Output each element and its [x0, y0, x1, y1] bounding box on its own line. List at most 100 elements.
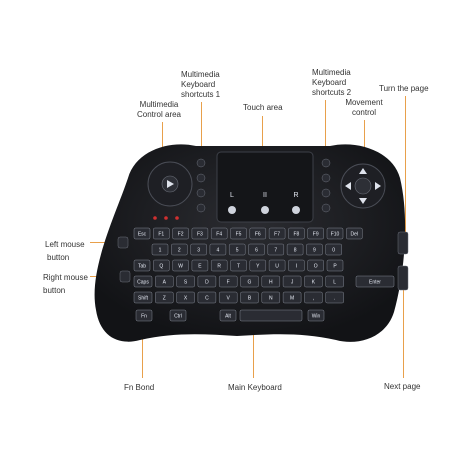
key-row1-8[interactable]	[288, 227, 305, 240]
callout-line-touch-area	[262, 116, 263, 152]
key-row4-8[interactable]	[304, 275, 323, 288]
key-label: F9	[313, 232, 319, 238]
key-label: X	[184, 296, 188, 302]
key-row4-2[interactable]	[176, 275, 195, 288]
shortcut-2-button-a[interactable]	[321, 158, 331, 168]
touchpad-middle-label: II	[263, 192, 267, 199]
space-bar[interactable]	[239, 309, 303, 322]
key-row3-6[interactable]	[249, 259, 267, 272]
key-row4-1[interactable]	[155, 275, 174, 288]
callout-line-media-control	[162, 122, 163, 148]
key-row4-6[interactable]	[261, 275, 281, 288]
key-row1-0[interactable]	[133, 227, 151, 240]
key-row5-4[interactable]	[218, 291, 238, 304]
key-row5-8[interactable]	[304, 291, 323, 304]
enter-key-label: Enter	[369, 280, 381, 286]
key-label: F3	[197, 232, 203, 238]
shortcut-2-button-d[interactable]	[321, 203, 331, 213]
key-row6-3[interactable]	[307, 309, 325, 322]
key-row1-4[interactable]	[210, 227, 228, 240]
callout-line-left-mouse	[90, 242, 116, 243]
page-down-button[interactable]	[397, 265, 409, 291]
key-row2-1[interactable]	[171, 243, 188, 256]
key-row3-5[interactable]	[230, 259, 247, 272]
key-row6-0[interactable]	[135, 309, 153, 322]
key-row2-7[interactable]	[286, 243, 304, 256]
page-up-button[interactable]	[397, 231, 409, 255]
key-row4-4[interactable]	[218, 275, 238, 288]
shortcut-1-button-b[interactable]	[196, 173, 206, 183]
touchpad[interactable]	[216, 151, 314, 223]
key-row1-9[interactable]	[307, 227, 324, 240]
key-label: H	[269, 280, 273, 286]
key-row2-5[interactable]	[248, 243, 265, 256]
key-row3-10[interactable]	[326, 259, 344, 272]
key-row3-2[interactable]	[172, 259, 189, 272]
key-row4-7[interactable]	[282, 275, 302, 288]
key-row1-3[interactable]	[191, 227, 209, 240]
key-row4-9[interactable]	[325, 275, 344, 288]
key-row5-9[interactable]	[325, 291, 344, 304]
key-row4-5[interactable]	[240, 275, 259, 288]
key-row3-9[interactable]	[307, 259, 324, 272]
left-mouse-button[interactable]	[117, 236, 129, 249]
key-row5-5[interactable]	[240, 291, 259, 304]
key-label: F7	[274, 232, 280, 238]
key-row3-3[interactable]	[191, 259, 209, 272]
key-row5-3[interactable]	[197, 291, 217, 304]
key-label: ,	[313, 296, 314, 302]
key-row2-6[interactable]	[267, 243, 285, 256]
shortcut-1-button-d[interactable]	[196, 203, 206, 213]
shortcut-2-button-c[interactable]	[321, 188, 331, 198]
callout-line-shortcuts-2	[325, 100, 326, 150]
key-label: 2	[178, 248, 181, 254]
key-row5-2[interactable]	[176, 291, 195, 304]
key-row2-0[interactable]	[151, 243, 169, 256]
key-row5-0[interactable]	[133, 291, 153, 304]
label-multimedia-shortcuts-2: Multimedia Keyboard shortcuts 2	[312, 68, 352, 97]
key-row6-1[interactable]	[169, 309, 187, 322]
key-row1-2[interactable]	[172, 227, 189, 240]
label-fn-bond: Fn Bond	[124, 383, 155, 392]
callout-line-movement	[364, 120, 365, 158]
key-row2-4[interactable]	[228, 243, 246, 256]
key-row5-6[interactable]	[261, 291, 281, 304]
key-row5-1[interactable]	[155, 291, 174, 304]
label-right-mouse-button: Right mouse button	[43, 273, 88, 295]
key-row3-0[interactable]	[133, 259, 151, 272]
enter-key[interactable]	[355, 275, 395, 288]
key-label: Caps	[137, 280, 149, 286]
right-mouse-button[interactable]	[119, 270, 131, 283]
key-label: R	[217, 264, 221, 270]
shortcut-2-button-b[interactable]	[321, 173, 331, 183]
arrow-left-icon	[345, 182, 351, 190]
shortcut-1-button-a[interactable]	[196, 158, 206, 168]
key-label: S	[184, 280, 188, 286]
key-label: F5	[236, 232, 242, 238]
key-label: F10	[331, 232, 340, 238]
key-row1-1[interactable]	[153, 227, 170, 240]
ok-button[interactable]	[354, 177, 372, 195]
key-row5-7[interactable]	[282, 291, 302, 304]
key-row3-1[interactable]	[153, 259, 170, 272]
key-row2-8[interactable]	[306, 243, 323, 256]
key-row2-9[interactable]	[325, 243, 342, 256]
key-row1-7[interactable]	[268, 227, 286, 240]
key-row2-3[interactable]	[209, 243, 227, 256]
key-row6-2[interactable]	[219, 309, 237, 322]
key-label: P	[333, 264, 337, 270]
shortcut-1-button-c[interactable]	[196, 188, 206, 198]
key-row1-10[interactable]	[326, 227, 344, 240]
key-row4-0[interactable]	[133, 275, 153, 288]
key-row3-4[interactable]	[210, 259, 228, 272]
key-row4-3[interactable]	[197, 275, 217, 288]
key-row1-11[interactable]	[346, 227, 363, 240]
key-label: T	[237, 264, 240, 270]
key-row3-8[interactable]	[288, 259, 305, 272]
key-row2-2[interactable]	[190, 243, 207, 256]
key-row1-6[interactable]	[249, 227, 267, 240]
key-label: F6	[255, 232, 261, 238]
key-row3-7[interactable]	[268, 259, 286, 272]
key-row1-5[interactable]	[230, 227, 247, 240]
